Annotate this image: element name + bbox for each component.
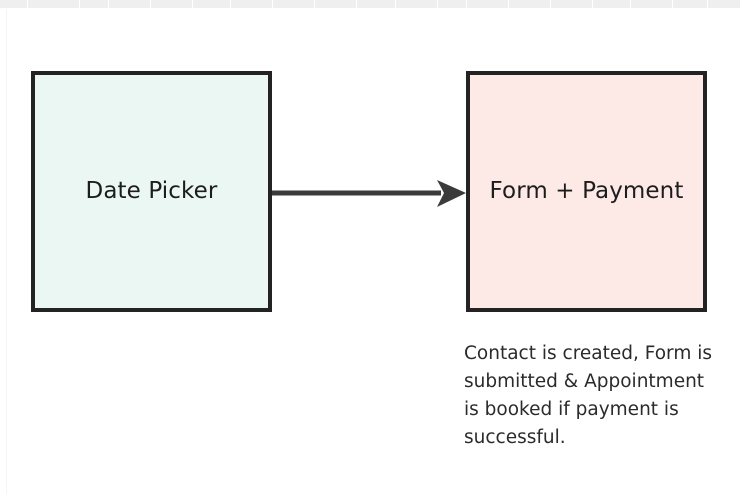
- node-date-picker-label: Date Picker: [85, 178, 218, 205]
- ruler-tick: [672, 0, 673, 9]
- ruler-tick: [707, 0, 708, 9]
- outcome-note: Contact is created, Form is submitted & …: [464, 343, 713, 448]
- node-form-payment[interactable]: Form + Payment: [466, 71, 707, 312]
- ruler-tick: [508, 0, 509, 9]
- ruler-tick: [356, 0, 357, 9]
- ruler-tick: [395, 0, 396, 9]
- ruler-tick: [630, 0, 631, 9]
- ruler-tick: [272, 0, 273, 9]
- ruler-tick: [108, 0, 109, 9]
- left-guide-line: [6, 9, 7, 494]
- ruler-tick: [314, 0, 315, 9]
- ruler-tick: [230, 0, 231, 9]
- node-form-payment-label: Form + Payment: [489, 178, 684, 205]
- ruler-tick: [150, 0, 151, 9]
- ruler-tick: [466, 0, 467, 9]
- ruler-tick: [592, 0, 593, 9]
- ruler-tick: [550, 0, 551, 9]
- ruler-tick: [27, 0, 28, 9]
- horizontal-ruler[interactable]: [0, 0, 740, 9]
- ruler-tick: [79, 0, 80, 9]
- ruler-tick: [437, 0, 438, 9]
- edge-arrowhead-icon: [437, 180, 466, 207]
- node-date-picker[interactable]: Date Picker: [31, 71, 272, 312]
- ruler-tick: [192, 0, 193, 9]
